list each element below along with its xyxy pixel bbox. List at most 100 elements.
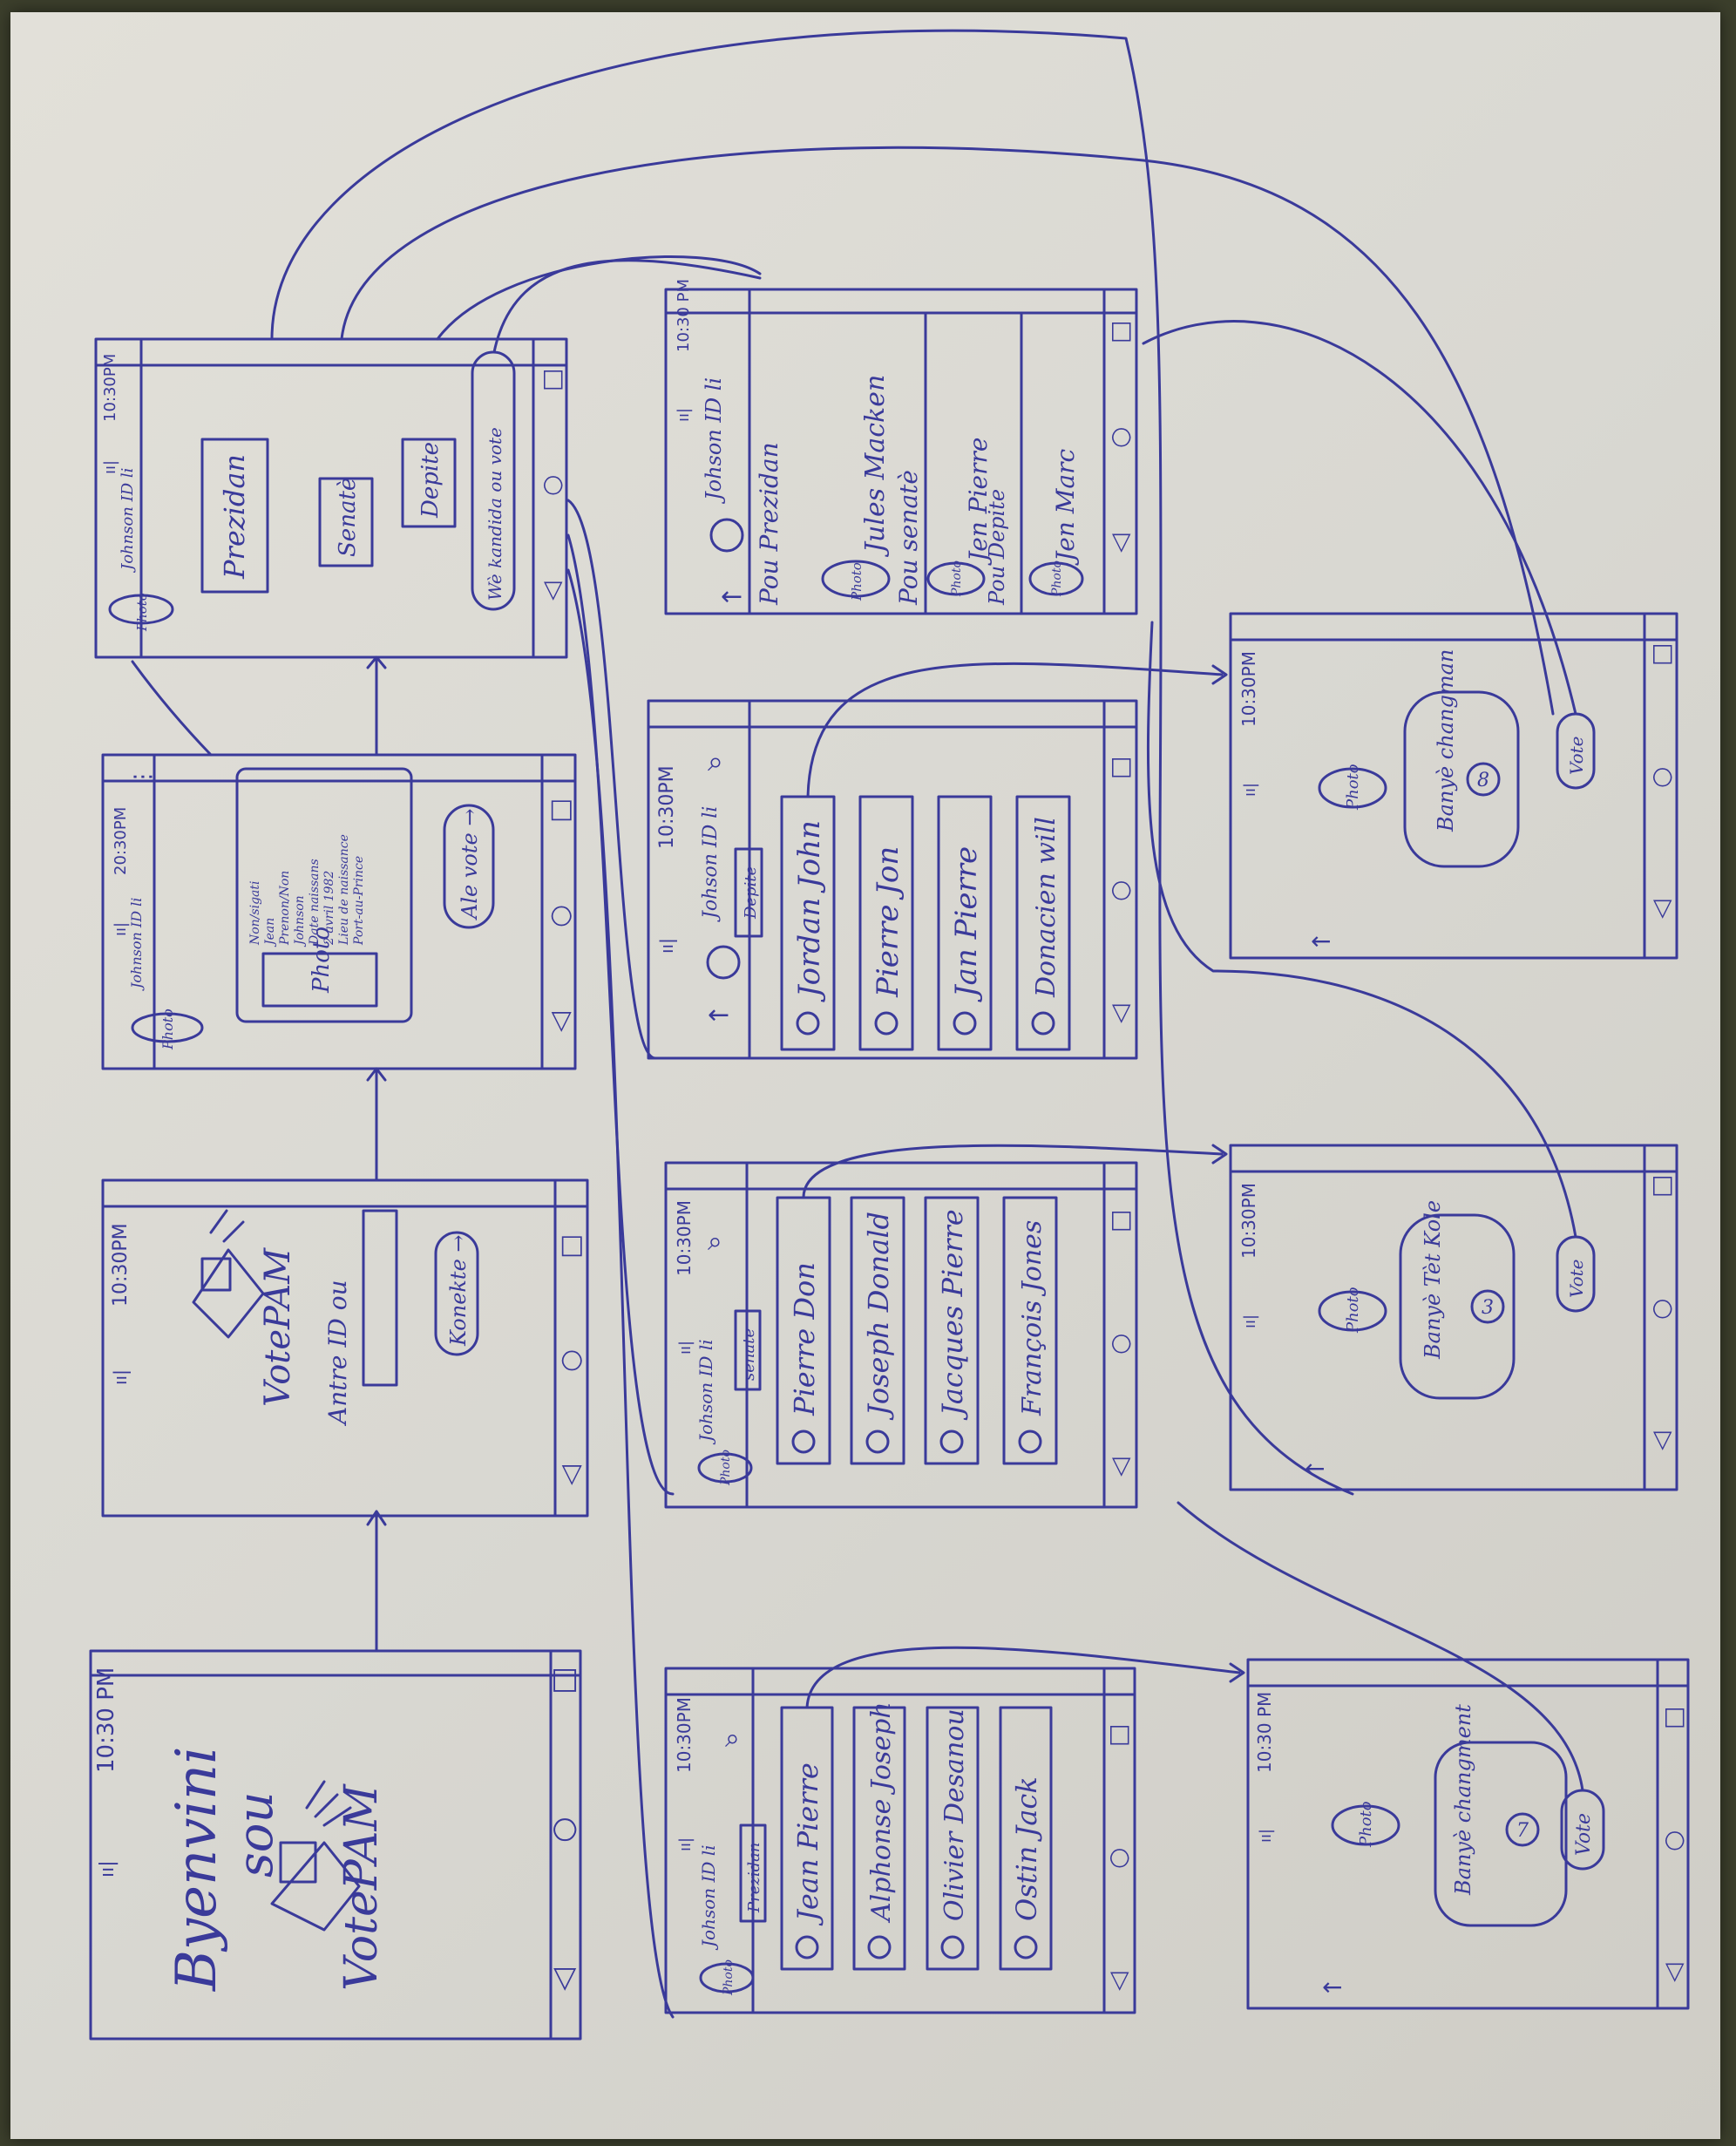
menu-icon[interactable]: ⋮: [130, 765, 156, 788]
back-icon[interactable]: ◁: [1105, 1004, 1134, 1023]
recent-icon[interactable]: □: [545, 798, 575, 823]
back-icon[interactable]: ◁: [1646, 1431, 1675, 1450]
recent-icon[interactable]: □: [1105, 1210, 1134, 1233]
home-icon[interactable]: ○: [1105, 1334, 1134, 1355]
candidate-photo: [1318, 1290, 1387, 1332]
back-icon[interactable]: ◁: [1103, 1972, 1132, 1991]
back-icon[interactable]: ◁: [545, 1012, 575, 1032]
radio-button[interactable]: [953, 1011, 977, 1036]
recent-icon[interactable]: □: [555, 1234, 586, 1259]
svg-text:Banyè Tèt Kole: Banyè Tèt Kole: [1421, 1200, 1445, 1360]
home-icon[interactable]: ○: [555, 1349, 586, 1372]
candidate-row[interactable]: [1015, 795, 1071, 1051]
id-input[interactable]: [362, 1209, 398, 1387]
candidate-row[interactable]: [858, 795, 914, 1051]
home-icon[interactable]: ○: [1105, 427, 1134, 448]
home-icon[interactable]: ○: [537, 475, 566, 496]
president-button[interactable]: [200, 438, 269, 594]
avatar[interactable]: [108, 594, 174, 625]
home-icon[interactable]: ○: [1646, 767, 1675, 788]
back-icon[interactable]: ◁: [1105, 533, 1134, 553]
back-icon[interactable]: ◁: [546, 1967, 580, 1991]
home-icon[interactable]: ○: [1658, 1830, 1687, 1851]
candidate-row[interactable]: [850, 1196, 905, 1465]
connect-button[interactable]: [434, 1231, 479, 1356]
profile-user-name: Johnson ID li: [128, 898, 145, 991]
avatar-label: Photo: [722, 1959, 736, 1996]
recent-icon[interactable]: □: [1103, 1724, 1132, 1747]
senate-button[interactable]: [318, 477, 374, 567]
radio-button[interactable]: [867, 1935, 892, 1959]
candidate-row[interactable]: [937, 795, 993, 1051]
recent-icon[interactable]: □: [537, 369, 566, 391]
svg-text:Lieu de naissance: Lieu de naissance: [337, 834, 351, 946]
candidate-row[interactable]: [924, 1196, 980, 1465]
home-icon[interactable]: ○: [546, 1817, 580, 1843]
home-icon[interactable]: ○: [1105, 880, 1134, 901]
search-icon[interactable]: ⌕: [708, 744, 723, 778]
radio-button[interactable]: [1031, 1011, 1055, 1036]
recent-icon[interactable]: □: [546, 1667, 580, 1694]
radio-button[interactable]: [791, 1430, 816, 1454]
radio-button[interactable]: [865, 1430, 890, 1454]
login-frame: [101, 1178, 589, 1518]
back-icon[interactable]: ◁: [1658, 1963, 1687, 1982]
home-icon[interactable]: ○: [1103, 1848, 1132, 1869]
candidate-photo: [926, 561, 986, 596]
back-icon[interactable]: ◁: [1646, 900, 1675, 919]
radio-button[interactable]: [795, 1935, 819, 1959]
search-icon[interactable]: ⌕: [708, 1226, 722, 1257]
svg-text:ıı|: ıı|: [101, 460, 119, 474]
svg-text:Johnson ID li: Johnson ID li: [128, 898, 145, 991]
recent-icon[interactable]: □: [1646, 643, 1675, 666]
back-arrow-icon[interactable]: ←: [721, 581, 743, 612]
recent-icon[interactable]: □: [1658, 1707, 1687, 1729]
radio-button[interactable]: [940, 1935, 965, 1959]
deputy-button[interactable]: [401, 438, 457, 528]
home-icon[interactable]: ○: [545, 905, 575, 927]
president-tag-label: Prezidan: [745, 1843, 763, 1913]
recent-icon[interactable]: □: [1105, 757, 1134, 779]
candidate-row[interactable]: [926, 1706, 980, 1971]
back-icon[interactable]: ◁: [537, 581, 566, 601]
candidate-row[interactable]: [1002, 1196, 1058, 1465]
home-icon[interactable]: ○: [1646, 1299, 1675, 1320]
radio-button[interactable]: [1014, 1935, 1038, 1959]
radio-button[interactable]: [796, 1011, 820, 1036]
back-icon[interactable]: ◁: [1105, 1457, 1134, 1477]
svg-text:Photo: Photo: [134, 593, 150, 632]
svg-text:Jacques Pierre: Jacques Pierre: [936, 1209, 969, 1421]
go-vote-button[interactable]: [443, 804, 495, 929]
svg-text:VotePAM: VotePAM: [258, 1247, 298, 1407]
radio-button[interactable]: [939, 1430, 964, 1454]
candidate-row[interactable]: [852, 1706, 906, 1971]
svg-text:François Jones: François Jones: [1017, 1220, 1048, 1416]
senate-detail-status-bar: ıı| 10:30PM: [1238, 1183, 1259, 1328]
photo-label: Photo: [849, 562, 865, 601]
svg-text:10:30 PM: 10:30 PM: [93, 1667, 119, 1773]
arrow-menu-senate-loop: [340, 146, 1555, 716]
back-arrow-icon[interactable]: ←: [708, 1000, 729, 1030]
menu-user-name: Johnson ID li: [119, 468, 137, 574]
candidate-row[interactable]: [999, 1706, 1053, 1971]
radio-button[interactable]: [1018, 1430, 1042, 1454]
recent-icon[interactable]: □: [1646, 1175, 1675, 1198]
avatar[interactable]: [706, 945, 741, 980]
candidate-photo: [1028, 561, 1084, 596]
back-arrow-icon[interactable]: ←: [1305, 1454, 1325, 1483]
svg-text:Jan Pierre: Jan Pierre: [949, 846, 984, 1002]
for-president-label: Pou Prezidan: [755, 442, 783, 606]
back-arrow-icon[interactable]: ←: [1311, 927, 1331, 955]
recent-icon[interactable]: □: [1105, 321, 1134, 343]
radio-button[interactable]: [874, 1011, 899, 1036]
avatar[interactable]: [131, 1012, 204, 1043]
avatar[interactable]: [697, 1452, 753, 1484]
svg-text:ıı|: ıı|: [676, 1341, 695, 1355]
back-arrow-icon[interactable]: ←: [1322, 1973, 1342, 2001]
avatar[interactable]: [699, 1962, 755, 1993]
search-icon[interactable]: ⌕: [725, 1723, 740, 1754]
president-choice: Jules Macken: [860, 375, 891, 558]
back-icon[interactable]: ◁: [555, 1465, 586, 1485]
go-vote-label: Ale vote →: [458, 809, 482, 920]
avatar[interactable]: [709, 518, 744, 553]
